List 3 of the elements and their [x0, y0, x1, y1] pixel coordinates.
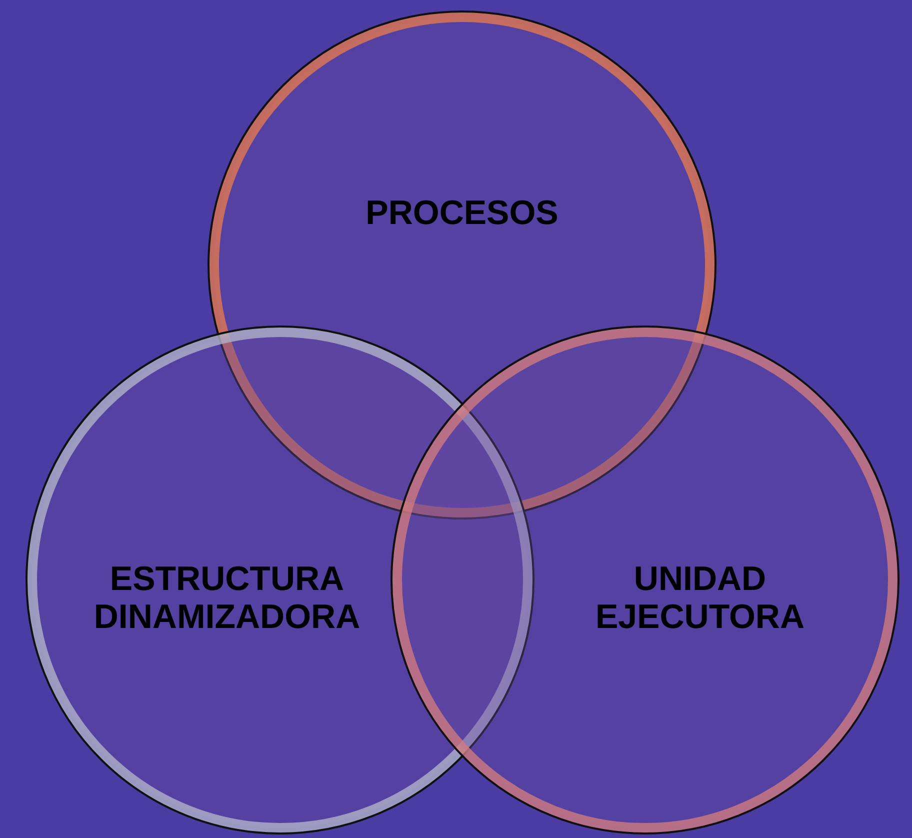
circle-label: ESTRUCTURA DINAMIZADORA [92, 560, 362, 636]
circle-label: PROCESOS [364, 194, 560, 232]
circle-label: UNIDAD EJECUTORA [594, 560, 806, 636]
